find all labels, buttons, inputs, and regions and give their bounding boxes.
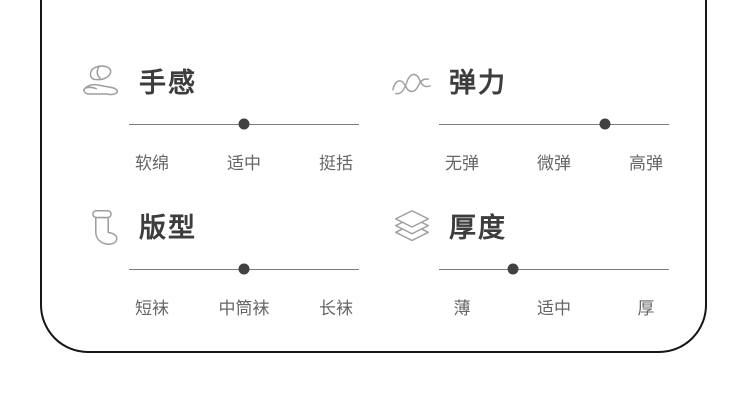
attribute-header: 手感 [79,60,359,106]
slider-dot [507,263,519,275]
hand-icon [83,65,119,96]
scale-label: 短袜 [135,299,169,318]
scale-label: 无弹 [445,154,479,173]
attribute-section-elasticity: 弹力 无弹 微弹 高弹 [389,60,669,173]
attribute-header: 版型 [79,205,359,251]
scale-label: 适中 [227,154,261,173]
wave-icon [392,73,431,95]
scale-label: 适中 [537,299,571,318]
attribute-slider [129,118,359,130]
attribute-slider [129,263,359,275]
scale-label: 软绵 [135,154,169,173]
layers-icon [394,210,430,242]
attribute-section-fit-type: 版型 短袜 中筒袜 长袜 [79,205,359,318]
attribute-slider [439,118,669,130]
attribute-section-hand-feel: 手感 软绵 适中 挺括 [79,60,359,173]
scale-label: 高弹 [629,154,663,173]
scale-label: 长袜 [319,299,353,318]
attribute-title: 厚度 [449,213,507,243]
sock-attributes-card: 手感 软绵适中挺括 弹力 无弹微弹高弹 版型 短袜中筒袜长袜 [40,0,707,353]
attribute-header: 厚度 [389,205,669,251]
attributes-grid: 手感 软绵适中挺括 弹力 无弹微弹高弹 版型 短袜中筒袜长袜 [79,60,669,318]
attribute-header: 弹力 [389,60,669,106]
attribute-section-thickness: 厚度 薄 适中 厚 [389,205,669,318]
attribute-scale-labels: 无弹 微弹 高弹 [439,149,669,173]
slider-dot [238,118,250,130]
sock-icon [92,209,118,245]
attribute-scale-labels: 短袜 中筒袜 长袜 [129,294,359,318]
slider-dot [238,263,250,275]
attribute-slider [439,263,669,275]
scale-label: 微弹 [537,154,571,173]
attribute-title: 手感 [139,68,197,98]
attribute-title: 弹力 [449,68,507,98]
attribute-scale-labels: 软绵 适中 挺括 [129,149,359,173]
attribute-title: 版型 [139,213,197,243]
attribute-scale-labels: 薄 适中 厚 [439,294,669,318]
scale-label: 薄 [453,299,471,318]
scale-label: 厚 [637,299,655,318]
slider-dot [599,118,611,130]
scale-label: 挺括 [319,154,353,173]
scale-label: 中筒袜 [218,299,270,318]
